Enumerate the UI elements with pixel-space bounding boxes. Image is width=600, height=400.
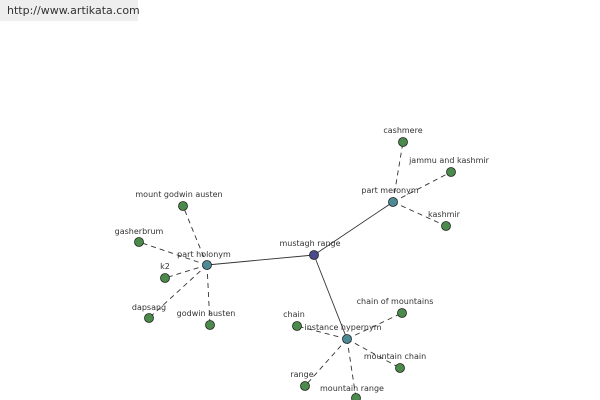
leaf-node-mountain-chain-label: mountain chain — [364, 352, 426, 361]
leaf-node-cashmere[interactable] — [398, 137, 408, 147]
leaf-node-range[interactable] — [300, 381, 310, 391]
edge-root-part-meronym — [313, 201, 394, 256]
leaf-node-mountain-range-label: mountain range — [320, 384, 384, 393]
leaf-node-kashmir[interactable] — [441, 221, 451, 231]
leaf-node-range-label: range — [290, 370, 313, 379]
leaf-node-k2-label: k2 — [160, 262, 170, 271]
leaf-node-dapsang[interactable] — [144, 313, 154, 323]
leaf-node-chain-label: chain — [283, 310, 305, 319]
edge-instance-hypernym-mountain-range — [346, 338, 357, 399]
edge-root-instance-hypernym — [313, 254, 348, 340]
leaf-node-dapsang-label: dapsang — [132, 303, 166, 312]
edge-part-meronym-cashmere — [392, 141, 404, 203]
url-banner[interactable]: http://www.artikata.com — [0, 0, 140, 21]
edge-part-holonym-dapsang — [148, 264, 208, 319]
leaf-node-gasherbrum[interactable] — [134, 237, 144, 247]
edge-part-holonym-k2 — [164, 264, 208, 279]
root-node-mustagh-range-label: mustagh range — [279, 239, 340, 248]
leaf-node-cashmere-label: cashmere — [383, 126, 422, 135]
leaf-node-jammu-and-kashmir[interactable] — [446, 167, 456, 177]
relation-node-part-meronym[interactable] — [388, 197, 398, 207]
edge-part-holonym-gasherbrum — [138, 241, 208, 266]
relation-node-instance-hypernym-label: instance hypernym — [305, 323, 382, 332]
leaf-node-mount-godwin-austen[interactable] — [178, 201, 188, 211]
relation-node-instance-hypernym[interactable] — [342, 334, 352, 344]
leaf-node-godwin-austen-label: godwin austen — [177, 309, 236, 318]
edge-instance-hypernym-mountain-chain — [346, 338, 401, 369]
edge-part-meronym-jammu-and-kashmir — [392, 171, 452, 203]
leaf-node-mount-godwin-austen-label: mount godwin austen — [135, 190, 222, 199]
edge-instance-hypernym-range — [304, 338, 348, 387]
leaf-node-k2[interactable] — [160, 273, 170, 283]
leaf-node-chain[interactable] — [292, 321, 302, 331]
edge-instance-hypernym-chain-of-mountains — [346, 312, 403, 340]
leaf-node-mountain-chain[interactable] — [395, 363, 405, 373]
edge-root-part-holonym — [206, 254, 315, 266]
root-node-mustagh-range[interactable] — [309, 250, 319, 260]
leaf-node-mountain-range[interactable] — [351, 393, 361, 400]
leaf-node-godwin-austen[interactable] — [205, 320, 215, 330]
edge-part-holonym-godwin-austen — [206, 264, 211, 326]
leaf-node-chain-of-mountains-label: chain of mountains — [357, 297, 434, 306]
leaf-node-jammu-and-kashmir-label: jammu and kashmir — [408, 156, 490, 165]
edge-part-meronym-kashmir — [392, 201, 447, 227]
edge-part-holonym-mount-godwin-austen — [182, 205, 208, 266]
relation-node-part-holonym-label: part holonym — [177, 250, 231, 259]
leaf-node-chain-of-mountains[interactable] — [397, 308, 407, 318]
relation-node-part-meronym-label: part meronym — [361, 186, 418, 195]
relation-node-part-holonym[interactable] — [202, 260, 212, 270]
leaf-node-kashmir-label: kashmir — [428, 210, 461, 219]
leaf-node-gasherbrum-label: gasherbrum — [115, 227, 164, 236]
